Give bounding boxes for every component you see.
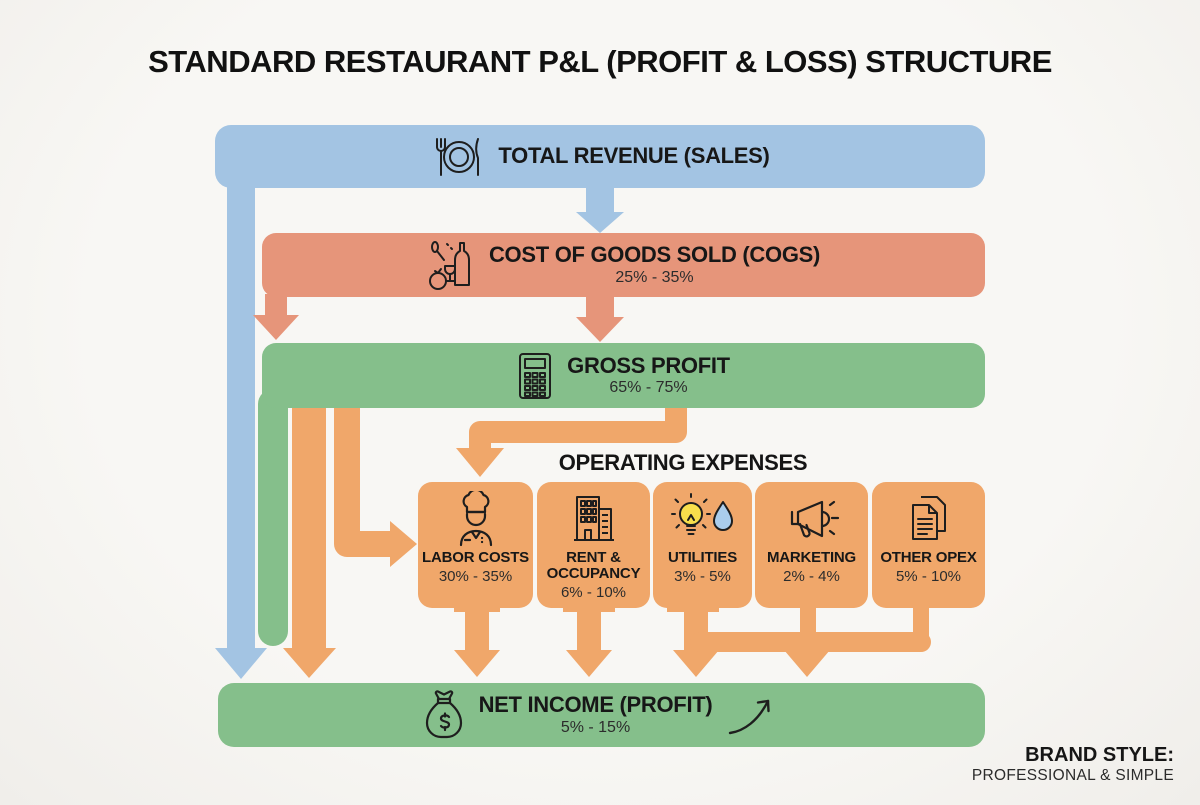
- other-opex-label: OTHER OPEX: [880, 549, 977, 566]
- operating-expenses-heading: OPERATING EXPENSES: [558, 450, 808, 475]
- net-income-bar: NET INCOME (PROFIT) 5% - 15%: [218, 683, 985, 747]
- expense-box-utilities: UTILITIES 3% - 5%: [653, 482, 752, 608]
- documents-icon: [907, 488, 951, 550]
- total-revenue-bar: TOTAL REVENUE (SALES): [215, 125, 985, 188]
- rent-occupancy-range: 6% - 10%: [560, 584, 627, 602]
- expense-box-labor-costs: LABOR COSTS 30% - 35%: [418, 482, 533, 608]
- total-revenue-label: TOTAL REVENUE (SALES): [498, 143, 770, 169]
- utilities-label: UTILITIES: [667, 549, 738, 566]
- expense-box-other-opex: OTHER OPEX 5% - 10%: [872, 482, 985, 608]
- calculator-icon: [517, 352, 553, 400]
- chef-icon: [451, 488, 501, 550]
- ingredients-icon: [427, 240, 475, 290]
- gross-profit-range: 65% - 75%: [609, 379, 688, 397]
- cogs-range: 25% - 35%: [615, 268, 694, 286]
- cogs-bar: COST OF GOODS SOLD (COGS) 25% - 35%: [262, 233, 985, 297]
- utilities-range: 3% - 5%: [674, 568, 731, 586]
- dining-icon: [430, 137, 484, 177]
- cogs-label: COST OF GOODS SOLD (COGS): [488, 242, 821, 268]
- rent-occupancy-label: RENT & OCCUPANCY: [546, 549, 641, 583]
- revenue-flow-arrows: [215, 160, 624, 679]
- page-title: STANDARD RESTAURANT P&L (PROFIT & LOSS) …: [148, 44, 1052, 79]
- labor-costs-range: 30% - 35%: [438, 568, 513, 586]
- net-income-label: NET INCOME (PROFIT): [478, 692, 713, 718]
- megaphone-icon: [784, 488, 840, 550]
- buildings-icon: [571, 488, 617, 550]
- brand-style-label: BRAND STYLE:: [1025, 744, 1174, 766]
- growth-arrow-icon: [726, 692, 780, 738]
- other-opex-range: 5% - 10%: [895, 568, 962, 586]
- marketing-label: MARKETING: [766, 549, 857, 566]
- gross-profit-bar: GROSS PROFIT 65% - 75%: [262, 343, 985, 408]
- net-income-range: 5% - 15%: [560, 718, 631, 736]
- brand-style-value: PROFESSIONAL & SIMPLE: [971, 767, 1174, 784]
- money-bag-icon: [423, 690, 465, 740]
- labor-costs-label: LABOR COSTS: [422, 549, 529, 566]
- expense-box-rent-occupancy: RENT & OCCUPANCY 6% - 10%: [537, 482, 650, 608]
- marketing-range: 2% - 4%: [783, 568, 840, 586]
- brand-style-note: BRAND STYLE: PROFESSIONAL & SIMPLE: [972, 744, 1174, 785]
- expense-box-marketing: MARKETING 2% - 4%: [755, 482, 868, 608]
- gross-profit-label: GROSS PROFIT: [567, 352, 730, 378]
- lightbulb-water-drop-icon: [670, 488, 736, 550]
- cogs-flow-arrows: [253, 294, 624, 342]
